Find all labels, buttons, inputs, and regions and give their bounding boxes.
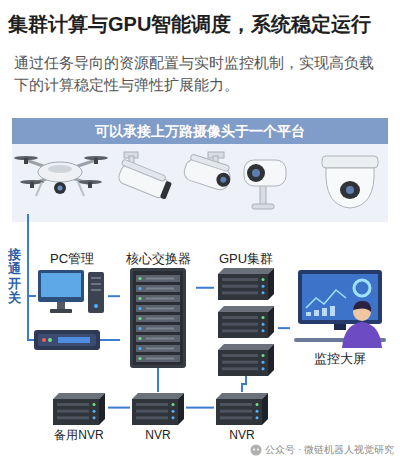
watermark: 公众号 · 微链机器人视觉研究 (250, 444, 394, 456)
connector (186, 407, 214, 409)
pc-icon (36, 268, 108, 316)
node-label: GPU集群 (214, 250, 278, 268)
router-wire (100, 339, 120, 341)
camera-panel (12, 118, 388, 222)
nvr: NVR (130, 392, 186, 444)
connector (157, 368, 159, 392)
gpu-cluster: GPU集群 (214, 250, 278, 376)
node-label: 核心交换器 (120, 250, 196, 268)
server-icon (214, 392, 270, 426)
monitor-wall: 监控大屏 (290, 268, 390, 368)
core-switch: 核心交换器 (120, 250, 196, 368)
bullet-camera (115, 152, 174, 201)
node-label: NVR (214, 426, 270, 444)
gpu-icon (214, 268, 278, 376)
node-label: NVR (130, 426, 186, 444)
server-icon (50, 392, 108, 426)
title: 集群计算与GPU智能调度，系统稳定运行 (8, 10, 396, 38)
server-icon (130, 392, 186, 426)
connector (108, 407, 130, 409)
subtitle: 通过任务导向的资源配置与实时监控机制，实现高负载下的计算稳定性与弹性扩展能力。 (14, 52, 386, 96)
band-text: 可以承接上万路摄像头于一个平台 (20, 122, 380, 140)
dome-camera (322, 156, 378, 208)
drone (14, 156, 108, 196)
connector (242, 376, 246, 392)
connector (108, 295, 120, 297)
feed-wire (28, 214, 36, 340)
node-label: PC管理 (36, 250, 108, 268)
connector (278, 327, 290, 329)
vertical-note: 接通开关 (8, 248, 21, 305)
backup-nvr: 备用NVR (50, 392, 108, 444)
watermark-text: 公众号 · 微链机器人视觉研究 (265, 444, 394, 456)
screen-icon (290, 268, 390, 350)
bullet-camera (182, 152, 235, 192)
pc-node: PC管理 (36, 250, 108, 316)
box-camera (244, 160, 286, 209)
connector (196, 287, 214, 289)
wechat-icon (250, 444, 262, 456)
nvr: NVR (214, 392, 270, 444)
node-label: 监控大屏 (290, 350, 390, 368)
header-band: 可以承接上万路摄像头于一个平台 (12, 118, 388, 144)
node-label: 备用NVR (50, 426, 108, 444)
rack-icon (120, 268, 196, 368)
router (34, 330, 100, 350)
